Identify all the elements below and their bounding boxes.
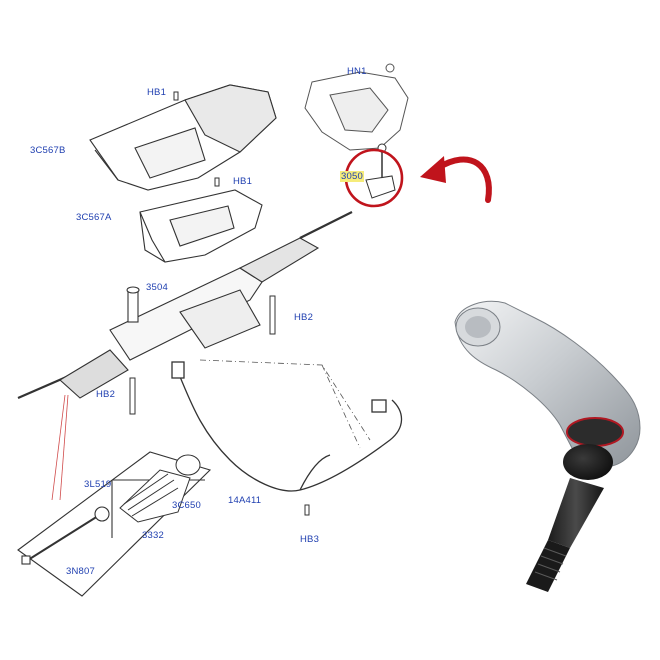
label-hb3: HB3	[300, 534, 320, 545]
label-hb1-mid: HB1	[233, 176, 253, 187]
label-3504: 3504	[146, 282, 168, 293]
label-3c650: 3C650	[172, 500, 201, 511]
label-hb2-left: HB2	[96, 389, 116, 400]
label-3l519: 3L519	[84, 479, 112, 490]
red-guide-lines	[51, 394, 69, 501]
rack-boot-kit	[119, 454, 201, 523]
heat-shield-lower	[139, 189, 263, 263]
label-14a411: 14A411	[228, 495, 262, 506]
steering-knuckle	[304, 63, 409, 151]
wiring-harness	[171, 361, 403, 492]
heat-shield-upper	[89, 84, 277, 191]
leader-lines	[199, 359, 371, 449]
label-hb1-top: HB1	[147, 87, 167, 98]
tie-rod-end-photo	[454, 300, 641, 592]
label-3332: 3332	[142, 530, 164, 541]
label-3c567b: 3C567B	[30, 145, 66, 156]
label-hb2-right: HB2	[294, 312, 314, 323]
label-3c567a: 3C567A	[76, 212, 112, 223]
label-hn1: HN1	[347, 66, 367, 77]
steering-rack-assembly	[17, 211, 353, 400]
rack-bolts	[129, 91, 310, 516]
inner-tie-rod	[21, 506, 110, 565]
label-3050: 3050	[340, 171, 364, 182]
label-3n807: 3N807	[66, 566, 95, 577]
curved-arrow-icon	[420, 156, 492, 203]
